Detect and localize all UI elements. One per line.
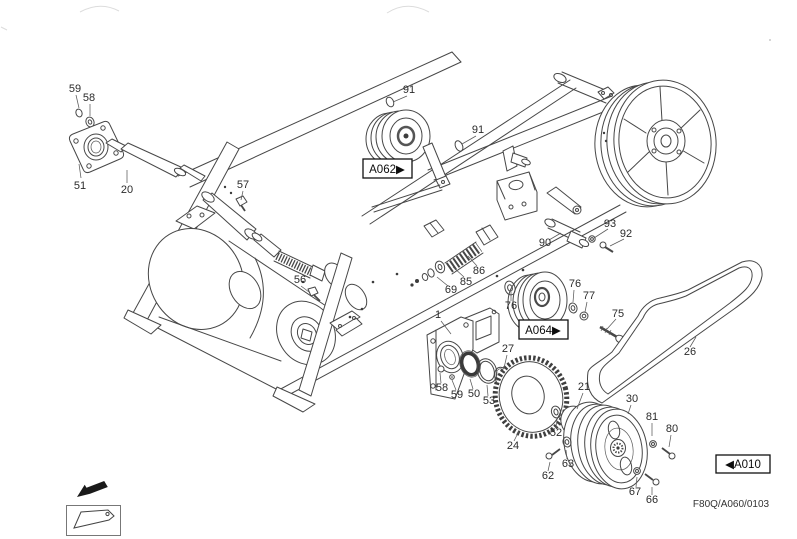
idler-pulley-assembly	[504, 271, 625, 344]
small-fasteners	[348, 268, 525, 319]
callout-67: 67	[629, 486, 641, 498]
corner-symbols	[66, 481, 121, 536]
ref-link-a062-label[interactable]: A062▶	[369, 164, 406, 176]
callout-1: 1	[435, 309, 441, 321]
callout-91-right: 91	[472, 124, 484, 136]
reference-arrow-icon	[77, 481, 108, 497]
ref-link-a010-label[interactable]: ◀A010	[725, 459, 761, 471]
callout-69: 69	[445, 284, 457, 296]
callout-81: 81	[646, 411, 658, 423]
ref-link-a064[interactable]: A064▶	[518, 319, 569, 340]
ring-gear	[492, 355, 570, 439]
tensioner-pulley-assembly	[365, 96, 464, 213]
callout-21: 21	[578, 381, 590, 393]
part-callouts: 59 58 51 20 57 56 91 91 93 92 90 86 85 6…	[69, 83, 696, 506]
callout-53: 53	[483, 395, 495, 407]
callout-93: 93	[604, 218, 616, 230]
callout-76-right: 76	[569, 278, 581, 290]
callout-26: 26	[684, 346, 696, 358]
callout-76-left: 76	[505, 300, 517, 312]
callout-86: 86	[473, 265, 485, 277]
callout-24: 24	[507, 440, 519, 452]
callout-20: 20	[121, 184, 133, 196]
callout-63: 63	[562, 458, 574, 470]
pivot-pin-assembly	[544, 218, 614, 253]
reference-link-boxes: A062▶ A064▶ ◀A010	[362, 158, 771, 474]
ref-link-a064-label[interactable]: A064▶	[525, 325, 562, 337]
callout-59-top: 59	[69, 83, 81, 95]
callout-66: 66	[646, 494, 658, 506]
ref-link-a010[interactable]: ◀A010	[715, 454, 771, 474]
callout-51: 51	[74, 180, 86, 192]
callout-92: 92	[620, 228, 632, 240]
callout-52: 52	[550, 427, 562, 439]
ref-link-a062[interactable]: A062▶	[362, 158, 413, 179]
callout-58-housing: 58	[436, 382, 448, 394]
large-spoked-pulley	[553, 71, 717, 208]
part-location-symbol	[66, 505, 121, 536]
drawing-code: F80Q/A060/0103	[693, 499, 770, 510]
background-marks	[0, 5, 771, 41]
callout-90: 90	[539, 237, 551, 249]
callout-85: 85	[460, 276, 472, 288]
frame-brackets	[423, 145, 582, 246]
grooved-pulley-assembly	[545, 401, 676, 490]
drive-belt	[587, 260, 763, 404]
callout-30: 30	[626, 393, 638, 405]
callout-80: 80	[666, 423, 678, 435]
callout-59-housing: 59	[451, 389, 463, 401]
callout-27: 27	[502, 343, 514, 355]
shaft-flange-assembly	[68, 108, 206, 182]
bearing-housing-assembly	[426, 307, 510, 400]
callout-58-top: 58	[83, 92, 95, 104]
callout-62: 62	[542, 470, 554, 482]
drive-shaft-parts	[201, 185, 326, 302]
callout-50: 50	[468, 388, 480, 400]
callout-75: 75	[612, 308, 624, 320]
leader-lines	[75, 94, 697, 495]
callout-57: 57	[237, 179, 249, 191]
drum-cylinder	[147, 228, 368, 413]
callout-77: 77	[583, 290, 595, 302]
callout-56: 56	[294, 274, 306, 286]
callout-91-top: 91	[403, 84, 415, 96]
